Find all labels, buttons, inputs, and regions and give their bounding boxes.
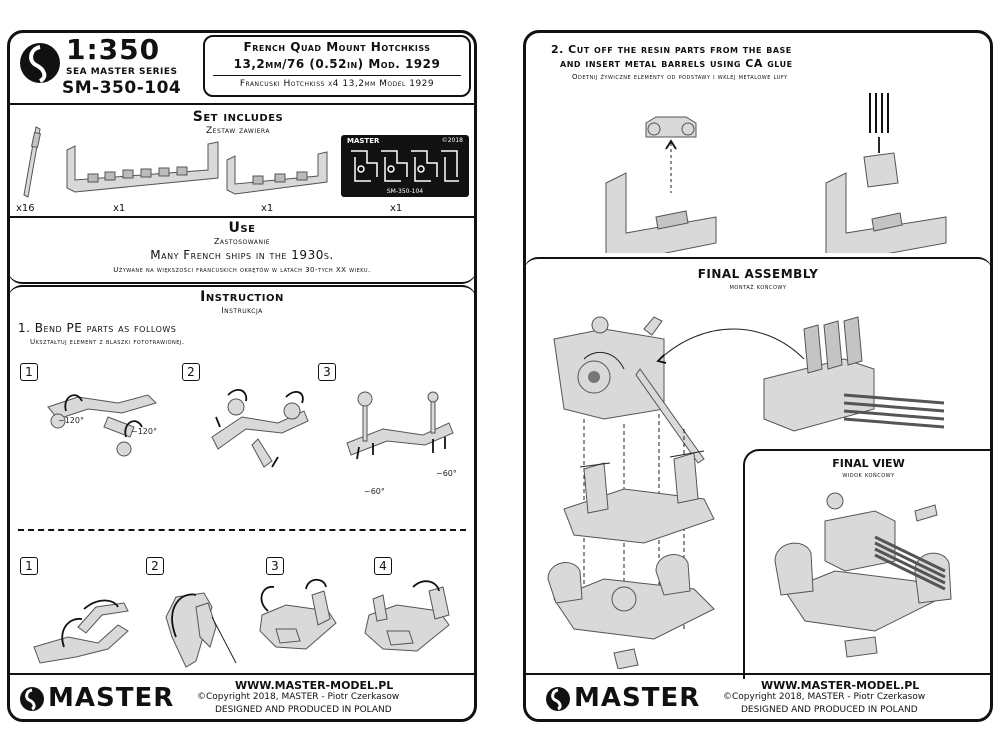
final-view-illustration bbox=[774, 492, 952, 658]
resin-base-small-illustration bbox=[226, 151, 328, 195]
title-divider bbox=[213, 75, 461, 76]
exploded-assembly-illustration bbox=[547, 316, 945, 669]
footer-logo-swirl-icon bbox=[18, 685, 46, 717]
fret-year: ©2018 bbox=[441, 137, 463, 144]
assembly-step2-illustration bbox=[165, 592, 237, 668]
scale-label: 1:350 bbox=[66, 33, 161, 66]
master-swirl-logo bbox=[18, 37, 62, 89]
assembly-step3-illustration bbox=[259, 578, 337, 650]
series-label: SEA MASTER SERIES bbox=[66, 67, 178, 77]
qty-base-large: x1 bbox=[113, 203, 126, 214]
instruction-title: Instruction bbox=[200, 289, 284, 305]
product-code: SM-350-104 bbox=[62, 78, 182, 98]
set-includes-section: Set includes Zestaw zawiera MASTER ©2018 bbox=[10, 103, 474, 218]
final-view-title: FINAL VIEW bbox=[832, 457, 905, 470]
left-instruction-page: 1:350 SEA MASTER SERIES SM-350-104 Frenc… bbox=[7, 30, 477, 722]
row2-step3-number: 3 bbox=[266, 557, 284, 575]
row2-step1-number: 1 bbox=[20, 557, 38, 575]
set-includes-subtitle: Zestaw zawiera bbox=[206, 126, 270, 136]
row1-step1-number: 1 bbox=[20, 363, 38, 381]
assembly-step1-illustration bbox=[33, 599, 129, 664]
footer-copyright: ©Copyright 2018, MASTER - Piotr Czerkaso… bbox=[197, 692, 400, 702]
step1-text-pl: Ukształtuj element z blaszki fototrawion… bbox=[30, 338, 185, 346]
step1-text: 1. Bend PE parts as follows bbox=[18, 321, 177, 335]
instruction-section: Instruction Instrukcja 1. Bend PE parts … bbox=[10, 285, 474, 675]
title-line2: 13,2mm/76 (0.52in) Mod. 1929 bbox=[233, 57, 441, 71]
footer-url[interactable]: WWW.MASTER-MODEL.PL bbox=[235, 679, 394, 692]
dashed-separator bbox=[18, 529, 466, 531]
footer-divider bbox=[526, 673, 990, 675]
title-box: French Quad Mount Hotchkiss 13,2mm/76 (0… bbox=[203, 35, 471, 97]
use-subtitle: Zastosowanie bbox=[213, 237, 271, 246]
right-assembly-page: 2. Cut off the resin parts from the base… bbox=[523, 30, 993, 722]
row1-step2-number: 2 bbox=[182, 363, 200, 381]
step2-line1: 2. Cut off the resin parts from the base bbox=[551, 43, 792, 56]
instruction-subtitle: Instrukcja bbox=[221, 306, 263, 315]
footer-brand: MASTER bbox=[574, 683, 701, 713]
step2-barrels-illustration bbox=[825, 93, 947, 253]
angle-label-4: ~60° bbox=[436, 469, 457, 478]
use-section: Use Zastosowanie Many French ships in th… bbox=[10, 216, 474, 284]
fret-brand: MASTER bbox=[347, 137, 380, 145]
metal-barrel-illustration bbox=[23, 126, 41, 198]
angle-label-2: ~120° bbox=[131, 427, 157, 436]
assembly-step4-illustration bbox=[364, 580, 450, 652]
row1-step3-number: 3 bbox=[318, 363, 336, 381]
footer-designed: DESIGNED AND PRODUCED IN POLAND bbox=[741, 705, 918, 715]
fret-code: SM-350-104 bbox=[386, 188, 424, 195]
angle-label-1: ~120° bbox=[58, 416, 84, 425]
footer-url[interactable]: WWW.MASTER-MODEL.PL bbox=[761, 679, 920, 692]
title-polish: Francuski Hotchkiss x4 13,2mm Model 1929 bbox=[239, 79, 435, 89]
use-text-pl: Używane na większości francuskich okrętó… bbox=[113, 266, 371, 274]
qty-base-small: x1 bbox=[261, 203, 274, 214]
footer-designed: DESIGNED AND PRODUCED IN POLAND bbox=[215, 705, 392, 715]
bend-step3-illustration bbox=[346, 391, 454, 460]
row2-step2-number: 2 bbox=[146, 557, 164, 575]
use-text-en: Many French ships in the 1930s. bbox=[150, 248, 334, 262]
step2-polish: Odetnij żywiczne elementy od podstawy i … bbox=[572, 73, 788, 81]
footer-brand: MASTER bbox=[48, 683, 175, 713]
final-assembly-section: FINAL ASSEMBLY montaż końcowy bbox=[526, 257, 990, 679]
final-assembly-title: FINAL ASSEMBLY bbox=[697, 267, 819, 281]
use-title: Use bbox=[228, 220, 256, 236]
bend-step2-illustration bbox=[211, 388, 309, 468]
fret-parts-icon bbox=[351, 150, 459, 182]
resin-base-large-illustration bbox=[66, 141, 219, 193]
step2-cut-illustration bbox=[605, 116, 717, 253]
final-view-subtitle: widok końcowy bbox=[842, 471, 895, 479]
bend-step1-illustration bbox=[47, 394, 157, 457]
title-line1: French Quad Mount Hotchkiss bbox=[243, 40, 431, 54]
photo-etched-fret: MASTER ©2018 SM-350-104 bbox=[341, 135, 469, 197]
qty-barrels: x16 bbox=[16, 203, 35, 214]
set-includes-title: Set includes bbox=[192, 109, 284, 125]
step2-line2: and insert metal barrels using CA glue bbox=[560, 57, 793, 70]
angle-label-3: ~60° bbox=[364, 487, 385, 496]
footer-divider bbox=[10, 673, 474, 675]
final-assembly-subtitle: montaż końcowy bbox=[729, 283, 787, 291]
footer-copyright: ©Copyright 2018, MASTER - Piotr Czerkaso… bbox=[723, 692, 926, 702]
final-view-panel: FINAL VIEW widok końcowy bbox=[743, 449, 990, 679]
qty-pe-fret: x1 bbox=[390, 203, 403, 214]
footer-logo-swirl-icon bbox=[544, 685, 572, 717]
row2-step4-number: 4 bbox=[374, 557, 392, 575]
